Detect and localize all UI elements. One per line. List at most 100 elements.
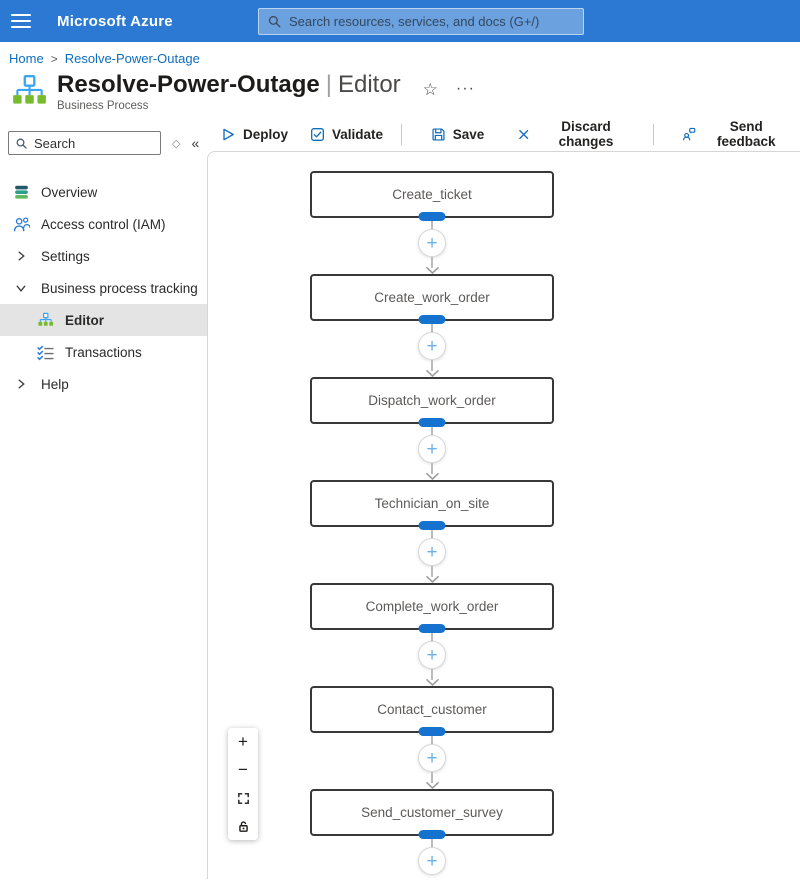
lock-icon — [238, 820, 248, 832]
save-button[interactable]: Save — [420, 119, 496, 149]
add-stage-button[interactable]: + — [418, 229, 446, 257]
overview-icon — [12, 184, 30, 201]
arrow-down-icon — [425, 473, 439, 480]
connector-line — [431, 321, 433, 332]
fit-view-button[interactable] — [228, 784, 258, 812]
validate-button[interactable]: Validate — [299, 119, 394, 149]
workflow-canvas[interactable]: Create_ticket + Create_work_order + — [207, 151, 800, 879]
connector-line — [431, 566, 433, 577]
stage-connector-handle — [418, 212, 446, 221]
close-icon — [519, 129, 529, 139]
global-search-box[interactable] — [258, 8, 584, 35]
connector: + — [418, 630, 446, 686]
title-divider: | — [325, 71, 332, 98]
stage-label: Create_ticket — [392, 187, 472, 202]
connector-line — [431, 424, 433, 435]
sidebar-item-business-process-tracking[interactable]: Business process tracking — [0, 272, 207, 304]
add-stage-button[interactable]: + — [418, 641, 446, 669]
checklist-icon — [36, 344, 54, 361]
stage-connector-handle — [418, 727, 446, 736]
sidebar-item-access-control[interactable]: Access control (IAM) — [0, 208, 207, 240]
discard-changes-button[interactable]: Discard changes — [506, 119, 645, 149]
add-stage-button[interactable]: + — [418, 744, 446, 772]
fit-view-icon — [237, 792, 249, 804]
stage-node-complete-work-order[interactable]: Complete_work_order — [310, 583, 554, 633]
play-icon — [223, 128, 234, 140]
sidebar-item-label: Business process tracking — [41, 280, 198, 296]
collapse-sidebar-icon[interactable]: « — [191, 135, 200, 151]
editor-toolbar: Deploy Validate Save Discard changes Sen… — [207, 117, 800, 151]
connector-line — [431, 463, 433, 474]
stage-node-create-work-order[interactable]: Create_work_order — [310, 274, 554, 324]
connector: + — [418, 527, 446, 583]
chevron-right-icon — [12, 250, 30, 262]
save-label: Save — [452, 126, 485, 142]
sidebar-item-help[interactable]: Help — [0, 368, 207, 400]
favorite-star-icon[interactable]: ☆ — [422, 80, 438, 99]
stage-label: Technician_on_site — [374, 496, 490, 511]
stage-node-create-ticket[interactable]: Create_ticket — [310, 171, 554, 221]
connector-line — [431, 669, 433, 680]
add-stage-button[interactable]: + — [418, 332, 446, 360]
sidebar-item-label: Editor — [65, 312, 104, 328]
deploy-button[interactable]: Deploy — [210, 119, 299, 149]
stage-node-dispatch-work-order[interactable]: Dispatch_work_order — [310, 377, 554, 427]
arrow-down-icon — [425, 679, 439, 686]
sidebar-search-input[interactable] — [34, 135, 154, 151]
lock-button[interactable] — [228, 812, 258, 840]
sidebar-item-label: Overview — [41, 184, 98, 200]
breadcrumb-home-link[interactable]: Home — [9, 51, 44, 66]
toolbar-separator — [401, 123, 402, 145]
validate-label: Validate — [332, 126, 384, 142]
portal-menu-icon[interactable] — [11, 14, 31, 28]
stage-connector-handle — [418, 521, 446, 530]
stage-node-send-customer-survey[interactable]: Send_customer_survey — [310, 789, 554, 839]
stage-label: Complete_work_order — [365, 599, 499, 614]
sidebar-item-label: Access control (IAM) — [41, 216, 166, 232]
arrow-down-icon — [425, 267, 439, 274]
sidebar-search-box[interactable] — [8, 131, 161, 155]
save-icon — [432, 127, 445, 141]
chevron-right-icon — [12, 378, 30, 390]
business-process-icon — [36, 312, 54, 329]
breadcrumb-separator: > — [50, 52, 58, 66]
zoom-in-button[interactable]: + — [228, 728, 258, 756]
connector-line — [431, 630, 433, 641]
checkbox-icon — [311, 127, 324, 141]
sidebar-item-label: Transactions — [65, 344, 142, 360]
more-options-icon[interactable]: ··· — [455, 80, 475, 97]
connector-line — [431, 836, 433, 847]
sidebar-item-transactions[interactable]: Transactions — [0, 336, 207, 368]
pin-diamond-icon[interactable]: ◇ — [172, 137, 181, 150]
global-search-input[interactable] — [289, 14, 575, 29]
stage-node-contact-customer[interactable]: Contact_customer — [310, 686, 554, 736]
toolbar-separator — [652, 123, 654, 145]
sidebar-item-editor[interactable]: Editor — [0, 304, 207, 336]
sidebar-item-overview[interactable]: Overview — [0, 176, 207, 208]
add-stage-button[interactable]: + — [418, 847, 446, 875]
stage-connector-handle — [418, 315, 446, 324]
add-stage-button[interactable]: + — [418, 435, 446, 463]
page-subtitle: Business Process — [57, 100, 149, 112]
connector: + — [418, 424, 446, 480]
arrow-down-icon — [425, 576, 439, 583]
stage-connector-handle — [418, 418, 446, 427]
stage-label: Send_customer_survey — [361, 805, 503, 820]
sidebar-item-label: Help — [41, 376, 69, 392]
stage-node-technician-on-site[interactable]: Technician_on_site — [310, 480, 554, 530]
stage-label: Contact_customer — [377, 702, 487, 717]
search-icon — [268, 15, 281, 28]
breadcrumb-current-link[interactable]: Resolve-Power-Outage — [64, 51, 200, 66]
deploy-label: Deploy — [243, 126, 289, 142]
connector: + — [418, 321, 446, 377]
stage-connector-handle — [418, 830, 446, 839]
stage-label: Create_work_order — [374, 290, 490, 305]
breadcrumb: Home > Resolve-Power-Outage — [0, 42, 800, 67]
zoom-out-button[interactable]: − — [228, 756, 258, 784]
feedback-icon — [683, 127, 696, 141]
sidebar-item-settings[interactable]: Settings — [0, 240, 207, 272]
send-feedback-button[interactable]: Send feedback — [671, 119, 800, 149]
add-stage-button[interactable]: + — [418, 538, 446, 566]
connector-line — [431, 772, 433, 783]
azure-top-bar: Microsoft Azure — [0, 0, 800, 42]
